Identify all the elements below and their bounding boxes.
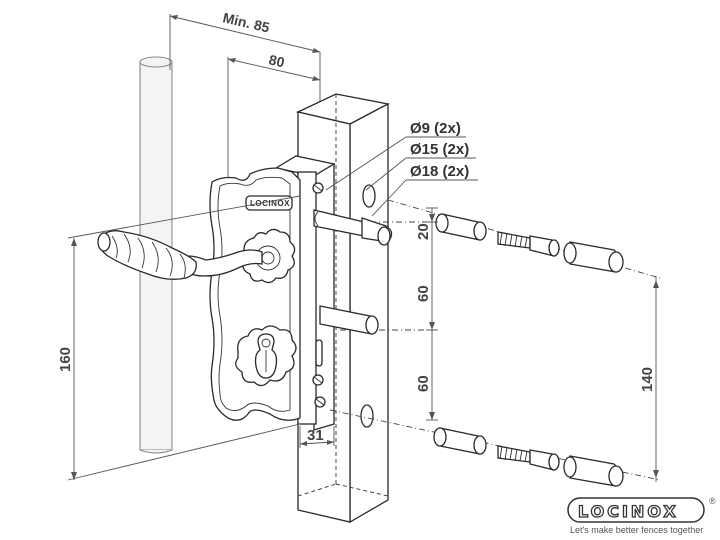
top-dimensions: Min. 85 80: [169, 9, 321, 182]
hole-spec-9: Ø9 (2x): [410, 120, 461, 137]
lock-bolts: [313, 209, 393, 335]
dimension-160: 160: [57, 195, 301, 481]
lock-case: [274, 155, 336, 431]
dimension-140: 140: [639, 276, 659, 482]
hole-lower: [360, 404, 374, 428]
hole-spec-15: Ø15 (2x): [410, 141, 469, 158]
dim-20-label: 20: [415, 223, 432, 240]
brand-tagline: Let's make better fences together: [570, 525, 703, 535]
dim-140-label: 140: [639, 367, 656, 392]
hole-spec-18: Ø18 (2x): [410, 163, 469, 180]
dim-31-label: 31: [307, 427, 324, 444]
dim-80-label: 80: [267, 51, 286, 70]
dim-60-upper-label: 60: [415, 285, 432, 302]
dim-60-lower-label: 60: [415, 375, 432, 392]
cylinder-rosette: [235, 325, 297, 387]
fasteners-upper: [435, 213, 624, 273]
fasteners-lower: [433, 427, 624, 487]
lock-stamp-text: LOCINOX: [250, 199, 290, 208]
vertical-dimensions: 20 60 60: [415, 207, 438, 421]
bolt-slot: [315, 339, 323, 367]
hole-upper: [362, 184, 376, 208]
dimension-31: 31: [299, 426, 335, 448]
brand-logo: LOCINOX ® Let's make better fences toget…: [567, 496, 716, 535]
hole-callouts: Ø9 (2x) Ø15 (2x) Ø18 (2x): [325, 120, 478, 217]
dim-160-label: 160: [57, 347, 74, 372]
faceplate-screws: [312, 182, 326, 408]
logo-wordmark: LOCINOX: [578, 502, 679, 521]
door-handle: [97, 230, 263, 280]
dim-min85-label: Min. 85: [221, 9, 271, 35]
logo-frame: [567, 497, 705, 523]
registered-mark: ®: [709, 496, 716, 506]
escutcheon-plate: LOCINOX: [209, 167, 301, 421]
